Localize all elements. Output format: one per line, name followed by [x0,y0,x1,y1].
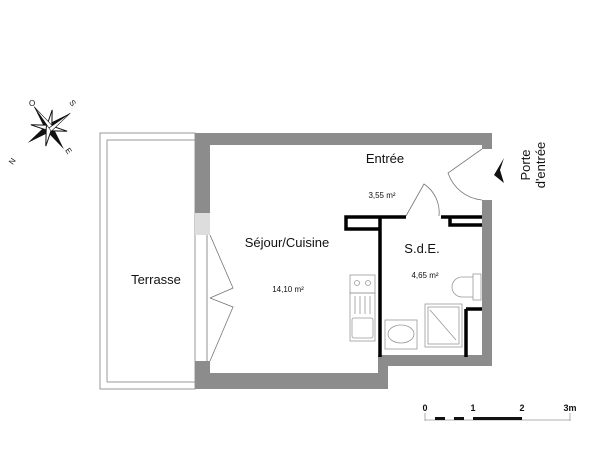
terrasse-outline [99,132,196,390]
scale-tick-0: 0 [422,403,427,413]
compass-right-label: S [67,98,77,108]
room-label-terrasse: Terrasse [131,272,181,287]
window-frame [195,213,210,235]
toilet [451,273,482,301]
scale-bar [424,413,571,421]
scale-tick-2: 2 [519,403,524,413]
washbasin [384,319,418,350]
room-label-entree: Entrée [366,151,404,166]
scale-tick-3: 3m [563,403,576,413]
exterior-walls [195,133,492,389]
room-area-sejour: 14,10 m² [272,285,304,294]
entrance-label-line1: Porte [518,149,533,180]
compass-top-label: O [29,99,35,108]
compass-rose-icon [27,106,71,150]
shower [424,303,463,348]
entrance-arrow-icon [494,158,504,183]
kitchen-sink [349,292,376,342]
partition-walls [344,215,482,357]
compass-left-label: N [7,156,18,166]
room-label-sejour: Séjour/Cuisine [245,235,330,250]
scale-tick-1: 1 [470,403,475,413]
room-area-sde: 4,65 m² [411,271,438,280]
doors [206,148,483,362]
room-area-entree: 3,55 m² [368,191,395,200]
compass-bottom-label: E [63,146,73,156]
room-label-sde: S.d.E. [404,241,439,256]
entrance-label-line2: d'entrée [533,142,548,189]
kitchen-stove [349,274,376,294]
